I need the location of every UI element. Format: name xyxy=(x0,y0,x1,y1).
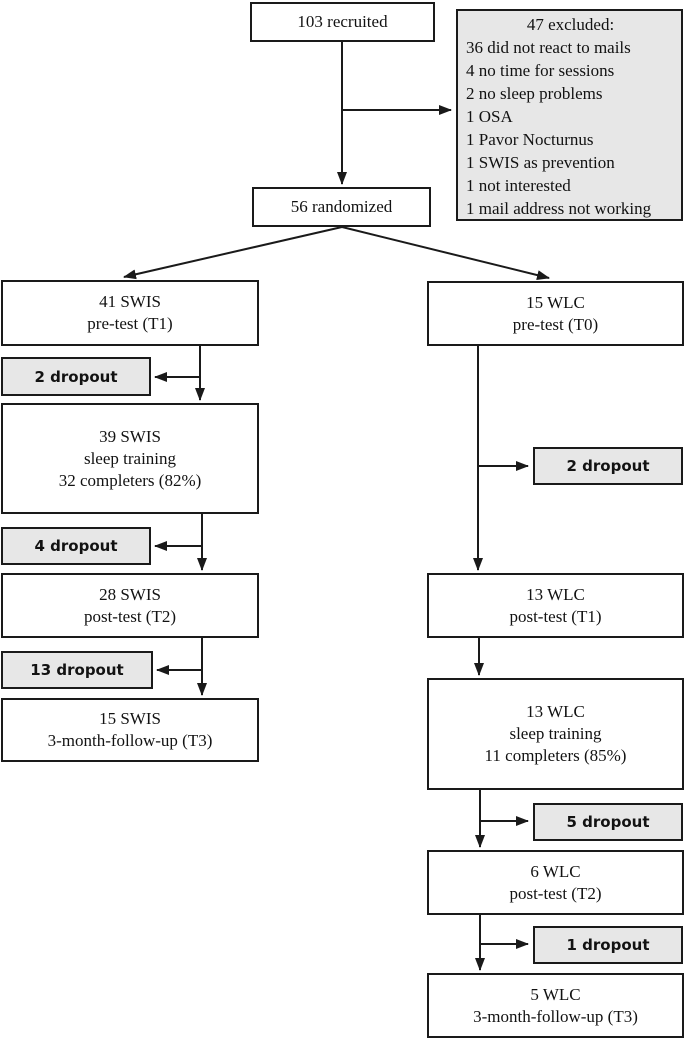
box-excluded: 47 excluded: 36 did not react to mails 4… xyxy=(456,9,683,221)
arrow-randomized-to-wlc xyxy=(341,226,550,280)
wlc-dropout-box-3: 1 dropout xyxy=(533,926,683,964)
box-swis-sleep-training: 39 SWIS sleep training 32 completers (82… xyxy=(1,403,259,514)
swis-dropout-box-2: 4 dropout xyxy=(1,527,151,565)
box-swis-pretest-t1: 41 SWIS pre-test (T1) xyxy=(1,280,259,346)
box-wlc-posttest-t1: 13 WLC post-test (T1) xyxy=(427,573,684,638)
dropout-label: 13 dropout xyxy=(30,661,124,679)
box-wlc-posttest-t2: 6 WLC post-test (T2) xyxy=(427,850,684,915)
excluded-item: 1 OSA xyxy=(466,107,513,126)
box-text-line: 39 SWIS xyxy=(99,426,161,446)
box-text-line: 15 SWIS xyxy=(99,709,161,728)
box-text-line: 41 SWIS xyxy=(99,292,161,311)
box-text-line: post-test (T1) xyxy=(509,606,602,626)
dropout-label: 4 dropout xyxy=(34,537,118,555)
swis-dropout-box-3: 13 dropout xyxy=(1,651,153,689)
excluded-item: 1 mail address not working xyxy=(466,199,652,218)
arrow-randomized-to-swis xyxy=(123,226,343,280)
swis-dropout-box-1: 2 dropout xyxy=(1,357,151,396)
box-wlc-sleep-training: 13 WLC sleep training 11 completers (85%… xyxy=(427,678,684,790)
dropout-label: 2 dropout xyxy=(566,457,650,475)
dropout-label: 2 dropout xyxy=(34,367,118,386)
box-text-line: 6 WLC xyxy=(530,861,581,881)
box-swis-posttest-t2: 28 SWIS post-test (T2) xyxy=(1,573,259,638)
dropout-label: 5 dropout xyxy=(566,813,650,831)
box-text-line: 11 completers (85%) xyxy=(484,746,627,765)
box-text-line: 13 WLC xyxy=(526,584,585,604)
box-text-line: sleep training xyxy=(83,448,177,468)
box-text-line: sleep training xyxy=(509,724,602,743)
box-text-line: post-test (T2) xyxy=(509,883,602,903)
box-text-line: post-test (T2) xyxy=(83,606,177,626)
excluded-item: 1 SWIS as prevention xyxy=(466,153,615,172)
excluded-item: 1 not interested xyxy=(466,176,571,195)
excluded-item: 1 Pavor Nocturnus xyxy=(466,130,594,149)
box-text-line: 3-month-follow-up (T3) xyxy=(47,731,213,750)
excluded-title: 47 excluded: xyxy=(526,15,615,34)
dropout-label: 1 dropout xyxy=(566,936,650,954)
box-text-line: pre-test (T1) xyxy=(87,314,173,333)
box-recruited: 103 recruited xyxy=(250,2,435,42)
excluded-item: 36 did not react to mails xyxy=(466,38,631,57)
box-swis-followup-t3: 15 SWIS 3-month-follow-up (T3) xyxy=(1,698,259,762)
wlc-dropout-box-1: 2 dropout xyxy=(533,447,683,485)
box-text-line: 3-month-follow-up (T3) xyxy=(473,1006,638,1026)
box-text-line: pre-test (T0) xyxy=(512,314,599,334)
box-text-line: 15 WLC xyxy=(526,292,585,312)
box-text-line: 32 completers (82%) xyxy=(58,470,202,490)
excluded-item: 2 no sleep problems xyxy=(466,84,603,103)
box-text-line: 13 WLC xyxy=(526,702,585,721)
excluded-item: 4 no time for sessions xyxy=(466,61,615,80)
box-text-line: 103 recruited xyxy=(297,12,388,31)
box-text-line: 56 randomized xyxy=(290,197,393,216)
box-wlc-followup-t3: 5 WLC 3-month-follow-up (T3) xyxy=(427,973,684,1038)
box-text-line: 5 WLC xyxy=(530,984,581,1004)
wlc-dropout-box-2: 5 dropout xyxy=(533,803,683,841)
box-wlc-pretest-t0: 15 WLC pre-test (T0) xyxy=(427,281,684,346)
box-text-line: 28 SWIS xyxy=(99,584,161,604)
box-randomized: 56 randomized xyxy=(252,187,431,227)
